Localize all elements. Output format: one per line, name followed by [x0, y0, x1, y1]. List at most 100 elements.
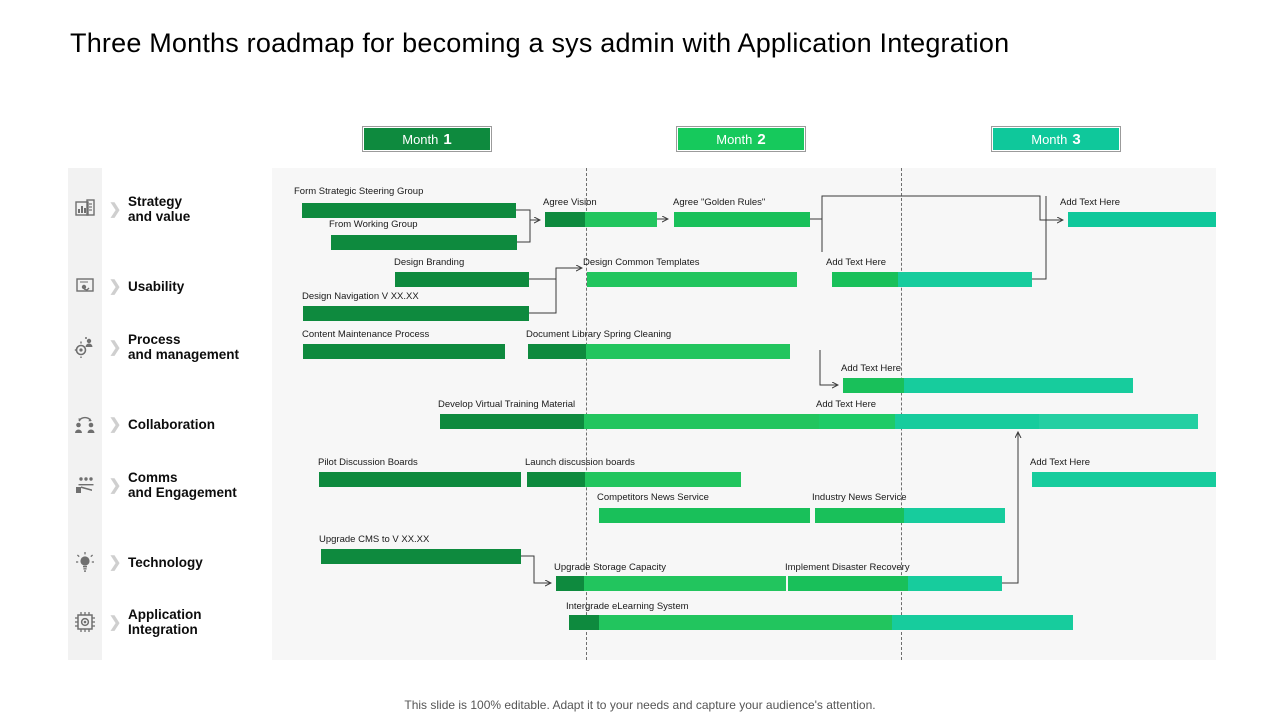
gantt-bar-segment — [584, 472, 741, 487]
gantt-bar[interactable] — [331, 235, 517, 250]
bar-label: Agree "Golden Rules" — [673, 197, 766, 208]
gantt-bar[interactable] — [545, 212, 657, 227]
people-exchange-icon — [68, 409, 102, 439]
gantt-bar[interactable] — [587, 272, 797, 287]
gantt-bar-segment — [904, 508, 1005, 523]
gantt-bar[interactable] — [843, 378, 1133, 393]
gantt-bar[interactable] — [1032, 472, 1216, 487]
bar-label: Document Library Spring Cleaning — [526, 329, 672, 340]
gantt-bar-segment — [674, 212, 810, 227]
gantt-bar-segment — [587, 272, 797, 287]
gantt-bar-segment — [556, 576, 584, 591]
sidebar-item-usability[interactable]: ❯ Usability — [68, 266, 184, 306]
gantt-bar[interactable] — [832, 272, 1032, 287]
gantt-bar-segment — [788, 576, 908, 591]
bar-label: Intergrade eLearning System — [566, 601, 689, 612]
gantt-bar[interactable] — [1068, 212, 1216, 227]
gantt-bar[interactable] — [569, 615, 1073, 630]
sidebar-item-comms-and-engagement[interactable]: ❯ Comms and Engagement — [68, 465, 237, 505]
gantt-bar-segment — [894, 414, 1039, 429]
bar-label: Pilot Discussion Boards — [318, 457, 418, 468]
gantt-bar-segment — [815, 508, 905, 523]
gantt-bar[interactable] — [788, 576, 1002, 591]
chevron-right-icon-collaboration: ❯ — [108, 416, 122, 433]
sidebar-rail — [68, 168, 102, 660]
bar-label: Add Text Here — [826, 257, 887, 268]
gantt-bar[interactable] — [319, 472, 521, 487]
month-header-1-label: Month — [402, 131, 439, 147]
gantt-bar-segment — [303, 306, 529, 321]
bar-label: Industry News Service — [812, 492, 907, 503]
chevron-right-icon-strategy-and-value: ❯ — [108, 201, 122, 218]
gantt-bar-segment — [527, 472, 585, 487]
gantt-bar-segment — [599, 615, 892, 630]
bar-label: Add Text Here — [841, 363, 902, 374]
gantt-bar-segment — [302, 203, 516, 218]
gantt-bar-segment — [585, 212, 657, 227]
bar-label: Design Navigation V XX.XX — [302, 291, 419, 302]
chart-report-icon — [68, 194, 102, 224]
gantt-bar-segment — [832, 272, 898, 287]
megaphone-people-icon — [68, 470, 102, 500]
sidebar-item-label-process-and-management: Process and management — [128, 332, 240, 362]
sidebar-item-application-integration[interactable]: ❯ Application Integration — [68, 602, 202, 642]
gantt-bar-segment — [585, 344, 790, 359]
gantt-bar[interactable] — [440, 414, 1198, 429]
sidebar-item-strategy-and-value[interactable]: ❯ Strategy and value — [68, 189, 190, 229]
sidebar-item-technology[interactable]: ❯ Technology — [68, 542, 203, 582]
gantt-bar[interactable] — [321, 549, 521, 564]
gantt-bar[interactable] — [528, 344, 790, 359]
gantt-bar[interactable] — [395, 272, 529, 287]
sidebar-item-label-usability: Usability — [128, 278, 185, 294]
sidebar-item-process-and-management[interactable]: ❯ Process and management — [68, 327, 239, 367]
gantt-bar[interactable] — [815, 508, 1005, 523]
bar-label: Implement Disaster Recovery — [785, 562, 910, 573]
month-header-2-number: 2 — [757, 130, 766, 148]
bar-label: Design Branding — [394, 257, 465, 268]
month-header-2-label: Month — [716, 131, 753, 147]
gantt-bar[interactable] — [527, 472, 741, 487]
sidebar-item-label-collaboration: Collaboration — [128, 416, 215, 432]
bar-label: Launch discussion boards — [525, 457, 635, 468]
bar-label: Upgrade Storage Capacity — [554, 562, 666, 573]
gantt-bar[interactable] — [303, 344, 505, 359]
gantt-bar-segment — [818, 414, 895, 429]
sidebar-item-label-comms-and-engagement: Comms and Engagement — [128, 470, 237, 500]
chevron-right-icon-technology: ❯ — [108, 554, 122, 571]
bar-label: Competitors News Service — [597, 492, 709, 503]
monitor-hand-icon — [68, 271, 102, 301]
gantt-bar-segment — [843, 378, 904, 393]
gear-people-icon — [68, 332, 102, 362]
gantt-bar-segment — [599, 508, 810, 523]
gantt-bar-segment — [1038, 414, 1198, 429]
gantt-bar[interactable] — [556, 576, 786, 591]
bar-label: Form Strategic Steering Group — [294, 186, 424, 197]
bar-label: Agree Vision — [543, 197, 597, 208]
gantt-bar[interactable] — [302, 203, 516, 218]
gantt-bar[interactable] — [303, 306, 529, 321]
bar-label: Add Text Here — [1060, 197, 1121, 208]
sidebar-item-collaboration[interactable]: ❯ Collaboration — [68, 404, 215, 444]
gantt-bar-segment — [1032, 472, 1216, 487]
gantt-bar[interactable] — [599, 508, 810, 523]
page-title: Three Months roadmap for becoming a sys … — [70, 28, 1010, 58]
gantt-bar-segment — [321, 549, 521, 564]
chevron-right-icon-comms-and-engagement: ❯ — [108, 477, 122, 494]
gantt-bar-segment — [891, 615, 1073, 630]
lightbulb-icon — [68, 547, 102, 577]
month-header-3-label: Month — [1031, 131, 1068, 147]
gantt-bar[interactable] — [674, 212, 810, 227]
month-header-1-number: 1 — [443, 130, 452, 148]
gantt-bar-segment — [569, 615, 600, 630]
gantt-bar-segment — [440, 414, 585, 429]
chevron-right-icon-process-and-management: ❯ — [108, 339, 122, 356]
gantt-bar-segment — [903, 378, 1133, 393]
gantt-bar-segment — [1068, 212, 1216, 227]
sidebar-item-label-technology: Technology — [128, 554, 203, 570]
